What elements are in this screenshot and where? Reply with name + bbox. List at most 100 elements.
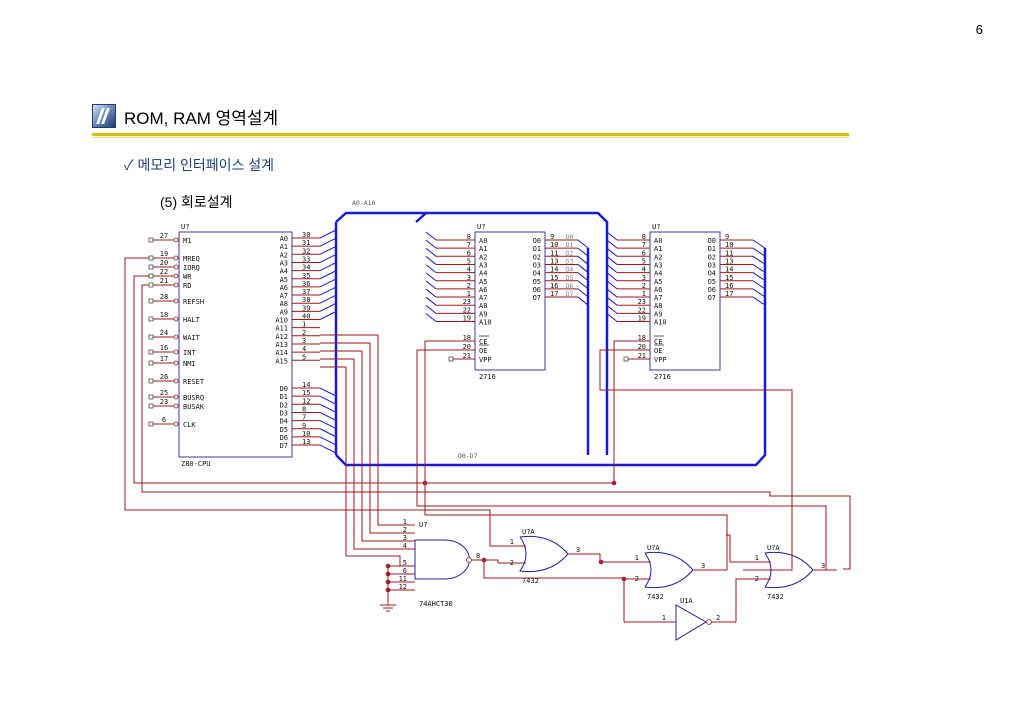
rom-addr-bus-entry: [606, 304, 618, 314]
rom-ctrl-name: VPP: [654, 356, 667, 364]
rom-addr-name: A1: [479, 245, 487, 253]
or3-name-label: 7432: [767, 593, 784, 601]
rom-out-number: 14: [550, 266, 558, 274]
rom-out-number: 11: [550, 249, 558, 257]
cpu-addr-bus-entry: [319, 262, 337, 272]
rom-addr-bus-entry: [606, 264, 618, 273]
or2-in1-number: 1: [635, 554, 639, 562]
cpu-pin-terminal: [148, 360, 154, 366]
cpu-pin-number: 18: [160, 311, 168, 319]
cpu-addr-bus-entry: [319, 270, 337, 280]
cpu-addr-bus-entry: [319, 311, 337, 320]
rom-out-number: 17: [550, 290, 558, 298]
rom-out-bus-entry: [577, 296, 589, 306]
cpu-pin-terminal: [148, 237, 154, 243]
cpu-pin-bubble: [173, 360, 179, 366]
chips: U?Z80-CPU27M119MREQ20IORQ22WR21RD28REFSH…: [148, 223, 766, 468]
cpu-data-number: 12: [302, 397, 310, 405]
junction-dot: [598, 559, 604, 565]
rom-addr-name: A10: [479, 319, 492, 327]
rom-addr-bus-entry: [606, 239, 618, 249]
inverter-body: [675, 604, 707, 641]
cpu-addr-name: A11: [275, 325, 288, 333]
junction-dot: [422, 480, 428, 486]
rom-out-number: 9: [725, 233, 729, 241]
cpu-pin-bubble: [173, 298, 179, 304]
or3-out-number: 3: [821, 562, 825, 570]
rom-out-bus-entry: [577, 239, 589, 249]
cpu-pin-number: 26: [160, 373, 168, 381]
rom-chip-body: [474, 231, 546, 371]
rom-data-label: D6: [566, 283, 574, 290]
cpu-data-bus-entry: [319, 395, 337, 405]
cpu-name-label: Z80-CPU: [181, 460, 211, 468]
title-divider: [92, 133, 849, 136]
rom-out-name: O0: [533, 237, 541, 245]
nand-input-number: 4: [403, 542, 407, 550]
cpu-addr-name: A2: [280, 251, 288, 259]
rom-ctrl-number: 18: [463, 334, 471, 342]
cpu-pin-number: 19: [160, 250, 168, 258]
cpu-addr-number: 1: [302, 321, 306, 329]
cpu-data-name: D1: [280, 393, 288, 401]
cpu-addr-name: A12: [275, 333, 288, 341]
cpu-pin-bubble: [173, 334, 179, 340]
bullet-heading: ✓ 메모리 인터페이스 설계: [124, 157, 275, 173]
cpu-chip-body: [178, 231, 293, 458]
cpu-addr-name: A3: [280, 259, 288, 267]
cpu-pin-name: INT: [183, 349, 196, 357]
rom-out-bus-entry: [577, 288, 589, 298]
cpu-data-bus-entry: [319, 428, 337, 438]
slide-title: ROM, RAM 영역설계: [124, 109, 279, 128]
signal-wires: [124, 257, 851, 622]
nand-input-number: 1: [403, 518, 407, 526]
rom-out-name: O5: [533, 278, 541, 286]
cpu-pin-terminal: [148, 255, 154, 261]
data-bus-label: D0-D7: [458, 452, 478, 460]
nand-input-number: 11: [399, 575, 407, 583]
cpu-data-bus-entry: [319, 412, 337, 421]
rom-ctrl-name: OE: [654, 347, 662, 355]
cpu-addr-name: A5: [280, 276, 288, 284]
page-number: 6: [975, 22, 983, 37]
cpu-addr-number: 32: [302, 247, 310, 255]
rom-addr-name: A4: [479, 270, 487, 278]
signal-wire: [320, 350, 415, 542]
nand-ref-label: U?: [419, 521, 427, 529]
rom-chip-body: [649, 231, 721, 371]
rom-out-number: 13: [550, 257, 558, 265]
cpu-pin-number: 20: [160, 259, 168, 267]
rom-ctrl-number: 20: [463, 343, 471, 351]
cpu-data-name: D6: [280, 434, 288, 442]
cpu-pin-terminal: [148, 334, 154, 340]
rom-data-label: D1: [566, 242, 574, 249]
signal-wire: [124, 257, 498, 547]
rom-out-name: O3: [533, 261, 541, 269]
signal-wire: [599, 349, 793, 571]
rom-addr-bus-entry: [425, 313, 437, 322]
cpu-pin-name: CLK: [183, 421, 196, 429]
cpu-addr-number: 38: [302, 296, 310, 304]
cpu-data-name: D5: [280, 426, 288, 434]
rom-addr-bus-entry: [606, 247, 618, 257]
cpu-pin-name: NMI: [183, 360, 196, 368]
rom-addr-number: 19: [463, 315, 471, 323]
rom-addr-number: 23: [463, 298, 471, 306]
cpu-data-number: 10: [302, 430, 310, 438]
inverter-out-number: 2: [716, 614, 720, 622]
cpu-pin-terminal: [148, 316, 154, 322]
cpu-addr-bus-entry: [319, 286, 337, 296]
rom-ref-label: U?: [477, 223, 485, 231]
cpu-pin-name: RD: [183, 282, 191, 290]
rom-out-name: O7: [708, 294, 716, 302]
rom-addr-number: 4: [642, 266, 646, 274]
cpu-addr-number: 4: [302, 345, 306, 353]
nand-input-number: 2: [403, 526, 407, 534]
cpu-pin-name: WR: [183, 273, 192, 281]
rom-addr-number: 22: [638, 306, 646, 314]
rom-addr-number: 23: [638, 298, 646, 306]
rom-addr-number: 7: [467, 241, 471, 249]
cpu-pin-bubble: [173, 421, 179, 427]
rom-out-bus-entry: [752, 280, 766, 290]
or1-ref-label: U?A: [522, 528, 535, 536]
